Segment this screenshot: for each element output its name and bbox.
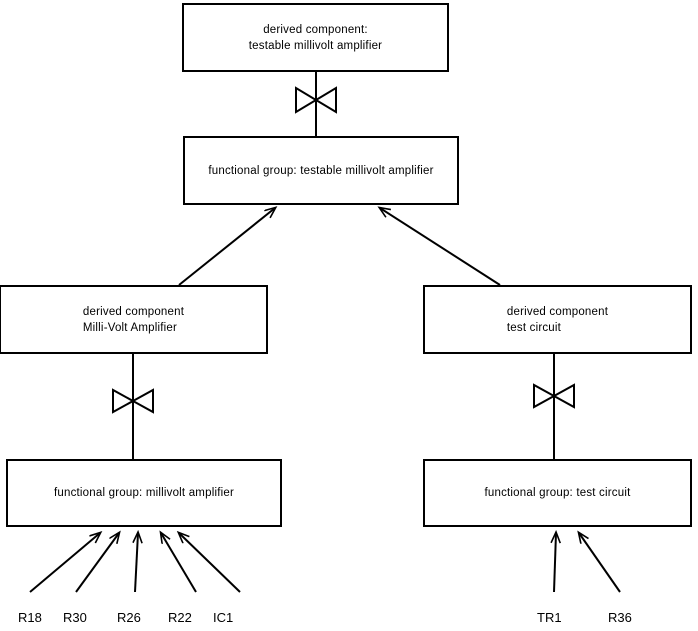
leaf-arrow-r18 — [29, 533, 100, 593]
node-label: derived component: testable millivolt am… — [248, 23, 383, 52]
functional-group-millivolt-amplifier[interactable]: functional group: millivolt amplifier — [6, 459, 282, 527]
leaf-label-r18[interactable]: R18 — [18, 610, 42, 625]
leaf-arrow-ic1 — [179, 533, 241, 593]
leaf-arrow-r36 — [579, 533, 621, 593]
node-label: derived component test circuit — [506, 305, 609, 334]
leaf-label-r22[interactable]: R22 — [168, 610, 192, 625]
leaf-label-r30[interactable]: R30 — [63, 610, 87, 625]
node-label: functional group: testable millivolt amp… — [208, 164, 434, 177]
bowtie-connector-right — [533, 353, 575, 460]
node-label: functional group: millivolt amplifier — [54, 487, 234, 499]
node-label: derived component Milli-Volt Amplifier — [82, 305, 185, 334]
functional-group-testable-millivolt-amplifier[interactable]: functional group: testable millivolt amp… — [183, 136, 459, 205]
leaf-label-r36[interactable]: R36 — [608, 610, 632, 625]
derived-component-test-circuit[interactable]: derived component test circuit — [423, 285, 692, 354]
arrow-milli-volt-amplifier-to-functional-group — [178, 208, 275, 286]
arrow-test-circuit-to-functional-group — [380, 208, 501, 286]
functional-group-test-circuit[interactable]: functional group: test circuit — [423, 459, 692, 527]
leaf-arrow-tr1 — [554, 533, 556, 593]
leaf-arrow-r26 — [135, 533, 138, 593]
derived-component-milli-volt-amplifier[interactable]: derived component Milli-Volt Amplifier — [0, 285, 268, 354]
leaf-label-r26[interactable]: R26 — [117, 610, 141, 625]
leaf-label-tr1[interactable]: TR1 — [537, 610, 562, 625]
leaf-label-ic1[interactable]: IC1 — [213, 610, 234, 625]
bowtie-connector-top — [295, 71, 337, 137]
leaf-arrow-r30 — [75, 533, 119, 593]
leaf-arrow-r22 — [161, 533, 197, 593]
node-label: functional group: test circuit — [484, 487, 631, 499]
derived-component-testable-millivolt-amplifier[interactable]: derived component: testable millivolt am… — [182, 3, 449, 72]
bowtie-connector-left — [112, 353, 154, 460]
